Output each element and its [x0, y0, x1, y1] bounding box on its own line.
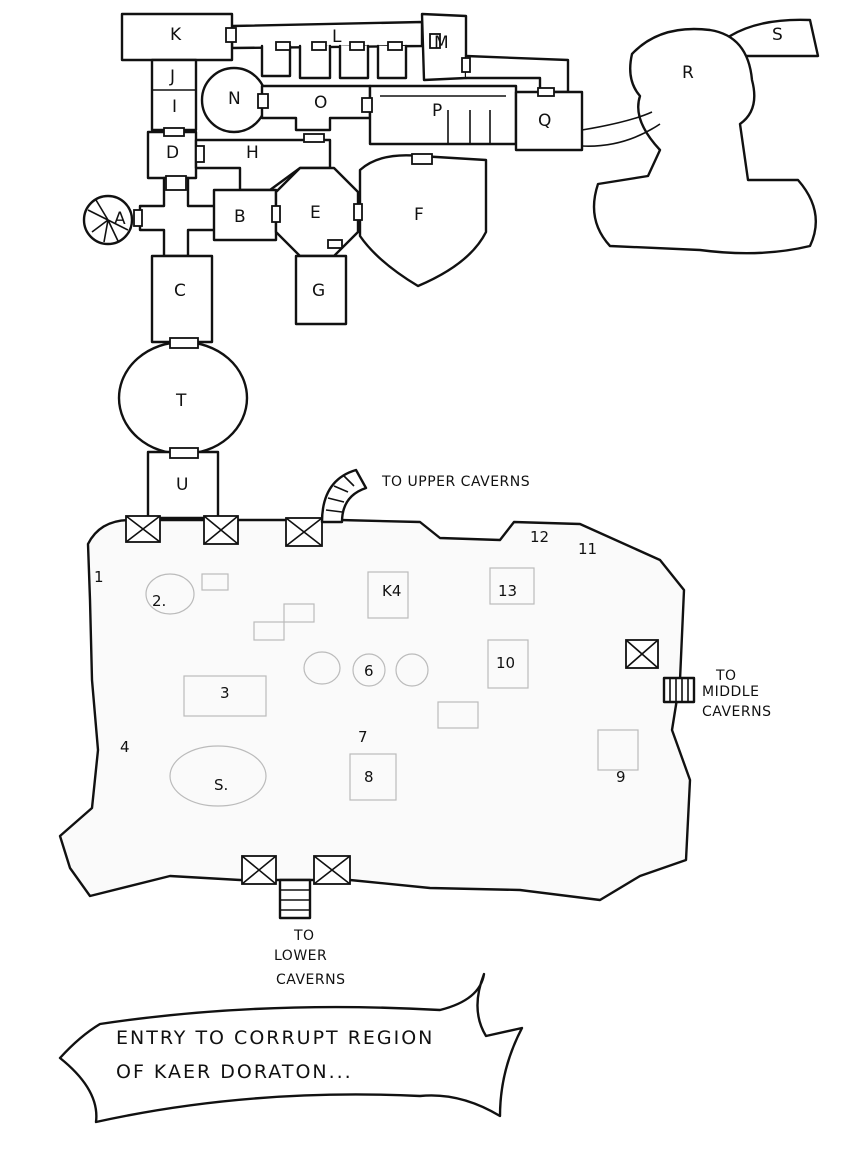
map-notes: TO UPPER CAVERNS TO MIDDLE CAVERNS TO LO… — [274, 474, 771, 988]
label-room-p: P — [432, 101, 442, 121]
crate — [125, 515, 161, 543]
room-p — [368, 84, 518, 146]
label-room-s: S — [772, 25, 783, 45]
note-middle-line3: CAVERNS — [702, 704, 771, 720]
label-room-a: A — [114, 209, 126, 229]
label-room-m: M — [434, 33, 449, 53]
room-labels: K L M S R J I N O P Q D H A B E F G C T … — [114, 25, 783, 495]
label-room-d: D — [166, 143, 179, 163]
note-lower-line1: TO — [293, 928, 315, 944]
stairs-upper — [320, 468, 368, 524]
room-b — [212, 188, 278, 242]
title-banner: ENTRY TO CORRUPT REGION OF KAER DORATON.… — [58, 972, 524, 1124]
label-area-6: 6 — [364, 662, 374, 680]
note-middle-line1: TO — [715, 668, 737, 684]
room-j-i — [150, 58, 198, 132]
room-c — [150, 254, 214, 344]
note-middle-line2: MIDDLE — [702, 684, 759, 700]
label-area-11: 11 — [578, 540, 597, 558]
label-area-3: 3 — [220, 684, 230, 702]
banner-line-2: OF KAER DORATON... — [116, 1061, 353, 1083]
label-room-b: B — [234, 207, 246, 227]
main-cavern — [58, 518, 692, 902]
label-area-k4: K4 — [382, 582, 401, 600]
cavern-details — [145, 567, 639, 807]
label-room-h: H — [246, 143, 259, 163]
banner-line-1: ENTRY TO CORRUPT REGION — [116, 1027, 434, 1049]
label-area-7: 7 — [358, 728, 368, 746]
room-g — [294, 254, 348, 326]
note-lower-line3: CAVERNS — [276, 972, 345, 988]
note-lower-line2: LOWER — [274, 948, 327, 964]
label-room-k: K — [170, 25, 182, 45]
label-room-g: G — [312, 281, 325, 301]
label-area-10: 10 — [496, 654, 515, 672]
label-room-e: E — [310, 203, 321, 223]
crate — [313, 855, 351, 885]
upper-complex — [82, 12, 584, 520]
note-upper-caverns: TO UPPER CAVERNS — [381, 474, 530, 490]
stairs-lower — [278, 878, 312, 920]
label-room-u: U — [176, 475, 188, 495]
doors — [133, 27, 555, 459]
room-f — [358, 154, 488, 288]
label-room-c: C — [174, 281, 186, 301]
label-room-l: L — [332, 27, 342, 47]
label-room-r: R — [682, 63, 694, 83]
label-area-2: 2. — [152, 592, 166, 610]
label-room-t: T — [175, 391, 187, 411]
crate — [625, 639, 659, 669]
tunnel-q-r — [581, 111, 661, 147]
crate — [203, 515, 239, 545]
label-area-1: 1 — [94, 568, 104, 586]
label-area-9: 9 — [616, 768, 626, 786]
stairs-middle — [662, 676, 696, 704]
label-room-q: Q — [538, 111, 551, 131]
crate — [241, 855, 277, 885]
label-area-8: 8 — [364, 768, 374, 786]
cavern-numbers: 1 2. 3 4 S. 6 7 8 9 10 11 12 13 K4 — [94, 528, 626, 794]
label-area-s: S. — [214, 776, 228, 794]
crate — [285, 517, 323, 547]
room-q — [514, 90, 584, 152]
label-area-13: 13 — [498, 582, 517, 600]
label-room-i: I — [172, 97, 177, 117]
label-room-o: O — [314, 93, 327, 113]
label-room-f: F — [414, 205, 424, 225]
cave-r-s — [581, 18, 820, 255]
room-k — [120, 12, 234, 62]
label-area-12: 12 — [530, 528, 549, 546]
label-room-n: N — [228, 89, 241, 109]
label-room-j: J — [169, 67, 175, 87]
label-area-4: 4 — [120, 738, 130, 756]
room-r — [592, 27, 817, 255]
crates — [125, 515, 659, 885]
